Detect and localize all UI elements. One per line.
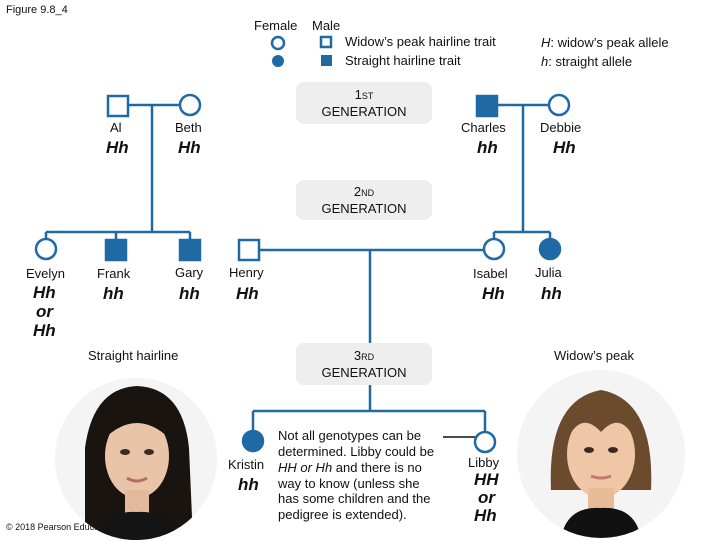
legend-male-open-icon bbox=[319, 35, 333, 49]
evelyn-name: Evelyn bbox=[26, 266, 66, 281]
legend-male-label: Male bbox=[312, 18, 341, 33]
isabel-name: Isabel bbox=[473, 266, 508, 281]
gen-1-sup: ST bbox=[361, 91, 374, 101]
generation-3-box: 3RD GENERATION bbox=[296, 343, 432, 385]
libby-genotype-3: Hh bbox=[474, 506, 497, 525]
legend-male-filled-icon bbox=[321, 55, 332, 66]
gen-3-word: GENERATION bbox=[321, 365, 407, 380]
gen-1-num: 1 bbox=[354, 87, 362, 102]
frank-symbol-icon bbox=[104, 238, 128, 262]
note-line-5: has some children and the bbox=[278, 491, 431, 506]
kristin-genotype: hh bbox=[238, 475, 259, 494]
gary-genotype: hh bbox=[179, 284, 200, 303]
julia-genotype: hh bbox=[541, 284, 562, 303]
charles-symbol-icon bbox=[475, 94, 499, 118]
debbie-symbol-icon bbox=[547, 93, 571, 117]
note-line-1: Not all genotypes can be bbox=[278, 428, 422, 443]
julia-name: Julia bbox=[535, 265, 562, 280]
photo-caption-right: Widow’s peak bbox=[554, 348, 634, 363]
legend-female-label: Female bbox=[254, 18, 298, 33]
generation-1-box: 1ST GENERATION bbox=[296, 82, 432, 124]
libby-name: Libby bbox=[468, 455, 500, 470]
al-genotype: Hh bbox=[106, 138, 129, 157]
al-name: Al bbox=[110, 120, 122, 135]
legend-female-open-icon bbox=[270, 35, 286, 51]
evelyn-symbol-icon bbox=[34, 237, 58, 261]
photo-caption-left: Straight hairline bbox=[88, 348, 179, 363]
frank-name: Frank bbox=[97, 266, 131, 281]
allele-H-symbol: H bbox=[541, 35, 551, 50]
gen-2-num: 2 bbox=[353, 184, 362, 199]
charles-name: Charles bbox=[461, 120, 506, 135]
gen-1-word: GENERATION bbox=[321, 104, 407, 119]
evelyn-genotype-3: Hh bbox=[33, 321, 56, 340]
libby-genotype-2: or bbox=[478, 488, 495, 507]
beth-symbol-icon bbox=[178, 93, 202, 117]
charles-genotype: hh bbox=[477, 138, 498, 157]
isabel-symbol-icon bbox=[482, 237, 506, 261]
kristin-symbol-icon bbox=[241, 429, 265, 453]
note-line-2: determined. Libby could be bbox=[278, 444, 435, 459]
note-line-4: way to know (unless she bbox=[278, 476, 420, 491]
al-symbol-icon bbox=[106, 94, 130, 118]
figure-label: Figure 9.8_4 bbox=[6, 4, 68, 16]
allele-H-text: : widow’s peak allele bbox=[550, 35, 669, 50]
isabel-genotype: Hh bbox=[482, 284, 505, 303]
allele-h-text: : straight allele bbox=[548, 54, 633, 69]
evelyn-genotype-1: Hh bbox=[33, 283, 56, 302]
straight-hairline-portrait-icon bbox=[55, 378, 217, 540]
frank-genotype: hh bbox=[103, 284, 124, 303]
libby-genotype-1: HH bbox=[474, 470, 499, 489]
evelyn-genotype-2: or bbox=[36, 302, 53, 321]
legend-female-filled-icon bbox=[272, 55, 284, 67]
henry-genotype: Hh bbox=[236, 284, 259, 303]
legend-allele-H: H: widow’s peak allele bbox=[541, 35, 669, 50]
gen-3-sup: RD bbox=[361, 352, 375, 362]
note-line-3: HH or Hh and there is no bbox=[278, 460, 422, 475]
henry-name: Henry bbox=[229, 265, 264, 280]
gen-2-sup: ND bbox=[361, 188, 375, 198]
gary-symbol-icon bbox=[178, 238, 202, 262]
legend-straight-trait: Straight hairline trait bbox=[345, 53, 461, 68]
straight-hairline-photo bbox=[55, 378, 217, 540]
legend-widows-peak-trait: Widow’s peak hairline trait bbox=[345, 34, 496, 49]
widows-peak-photo bbox=[517, 370, 685, 538]
allele-h-symbol: h bbox=[541, 54, 549, 69]
note-line-3-rest: and there is no bbox=[332, 460, 422, 475]
gen-3-num: 3 bbox=[353, 348, 362, 363]
note-line-3-italic: HH or Hh bbox=[278, 460, 333, 475]
debbie-genotype: Hh bbox=[553, 138, 576, 157]
henry-symbol-icon bbox=[237, 238, 261, 262]
gary-name: Gary bbox=[175, 265, 204, 280]
note-line-6: pedigree is extended). bbox=[278, 507, 407, 522]
julia-symbol-icon bbox=[538, 237, 562, 261]
beth-genotype: Hh bbox=[178, 138, 201, 157]
gen-2-word: GENERATION bbox=[321, 201, 407, 216]
legend-allele-h: h: straight allele bbox=[541, 54, 632, 69]
widows-peak-portrait-icon bbox=[517, 370, 685, 538]
beth-name: Beth bbox=[175, 120, 202, 135]
debbie-name: Debbie bbox=[540, 120, 582, 135]
libby-symbol-icon bbox=[473, 430, 497, 454]
kristin-name: Kristin bbox=[228, 457, 265, 472]
generation-2-box: 2ND GENERATION bbox=[296, 180, 432, 220]
